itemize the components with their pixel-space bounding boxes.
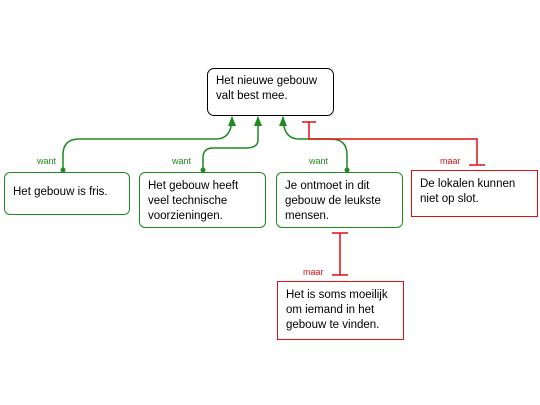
- junction-a1: [60, 167, 66, 173]
- connector-label-a5: maar: [303, 267, 324, 277]
- argument-a4-text: De lokalen kunnen niet op slot.: [420, 178, 516, 205]
- connector-label-a3: want: [309, 156, 329, 166]
- junction-a2: [200, 167, 206, 173]
- argument-a1-text: Het gebouw is fris.: [13, 186, 108, 198]
- link-a2: [202, 117, 259, 170]
- argument-a1[interactable]: Het gebouw is fris.: [4, 172, 130, 215]
- arrowhead-a3: [279, 116, 287, 126]
- connector-label-a1: want: [37, 156, 57, 166]
- connector-label-a4: maar: [440, 156, 461, 166]
- argument-a5[interactable]: Het is soms moeilijk om iemand in het ge…: [277, 281, 404, 340]
- connector-label-a2: want: [172, 156, 192, 166]
- argument-a2[interactable]: Het gebouw heeft veel technische voorzie…: [139, 172, 266, 228]
- arrowhead-a1: [228, 116, 236, 126]
- argument-a3-text: Je ontmoet in dit gebouw de leukste mens…: [285, 180, 381, 222]
- arrowhead-a2: [254, 116, 262, 126]
- main-claim[interactable]: Het nieuwe gebouw valt best mee.: [207, 68, 334, 116]
- link-a1: [62, 116, 233, 170]
- argument-a3[interactable]: Je ontmoet in dit gebouw de leukste mens…: [276, 172, 403, 228]
- argument-a5-text: Het is soms moeilijk om iemand in het ge…: [286, 289, 388, 331]
- main-claim-text: Het nieuwe gebouw valt best mee.: [216, 75, 318, 102]
- link-a4: [308, 122, 478, 165]
- argument-a4[interactable]: De lokalen kunnen niet op slot.: [411, 170, 538, 217]
- argument-a2-text: Het gebouw heeft veel technische voorzie…: [148, 180, 239, 222]
- junction-a3: [344, 167, 350, 173]
